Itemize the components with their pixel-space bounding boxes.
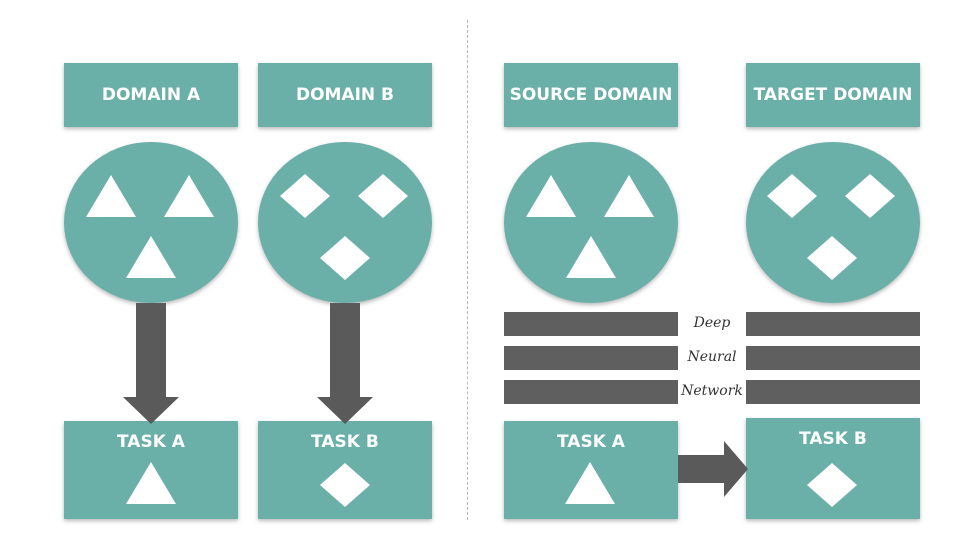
diamond-icon — [280, 174, 330, 218]
diamond-icon — [320, 463, 370, 507]
transfer-task-a-label: TASK A — [557, 432, 625, 452]
task-b-label: TASK B — [311, 432, 379, 452]
domain-b-box: DOMAIN B — [258, 63, 432, 127]
down-arrow-icon — [317, 303, 373, 424]
network-bar-left-3 — [504, 380, 678, 404]
triangle-icon — [566, 236, 616, 278]
diamond-icon — [320, 236, 370, 280]
down-arrow-icon — [123, 303, 179, 424]
domain-a-box: DOMAIN A — [64, 63, 238, 127]
network-bar-right-3 — [746, 380, 920, 404]
triangle-icon — [126, 236, 176, 278]
triangle-icon — [86, 175, 136, 217]
right-arrow-icon — [678, 441, 748, 497]
triangle-icon — [164, 175, 214, 217]
triangle-icon — [565, 462, 615, 504]
transfer-task-b-label: TASK B — [799, 429, 867, 449]
diamond-icon — [845, 174, 895, 218]
source-domain-label: SOURCE DOMAIN — [509, 84, 673, 105]
triangle-icon — [604, 175, 654, 217]
target-domain-label: TARGET DOMAIN — [753, 84, 913, 105]
network-bar-left-1 — [504, 312, 678, 336]
domain-b-label: DOMAIN B — [295, 84, 395, 105]
network-word-network: Network — [681, 383, 743, 399]
diamond-icon — [358, 174, 408, 218]
network-bar-right-1 — [746, 312, 920, 336]
divider-line — [467, 20, 468, 520]
network-word-deep: Deep — [693, 315, 731, 331]
network-word-neural: Neural — [687, 349, 737, 365]
network-bar-right-2 — [746, 346, 920, 370]
diamond-icon — [767, 174, 817, 218]
triangle-icon — [526, 175, 576, 217]
triangle-icon — [126, 462, 176, 504]
target-domain-box: TARGET DOMAIN — [746, 63, 920, 127]
network-bar-left-2 — [504, 346, 678, 370]
diamond-icon — [807, 463, 857, 507]
domain-a-label: DOMAIN A — [101, 84, 201, 105]
task-a-label: TASK A — [117, 432, 185, 452]
diamond-icon — [807, 236, 857, 280]
source-domain-box: SOURCE DOMAIN — [504, 63, 678, 127]
